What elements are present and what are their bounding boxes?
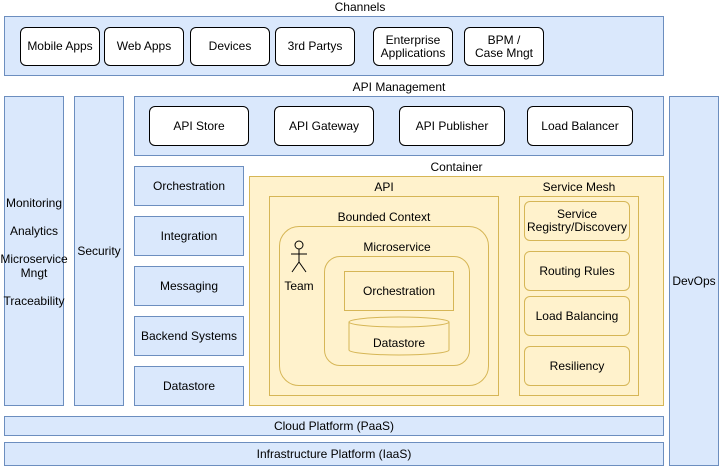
load-balancing-box[interactable]: Load Balancing (524, 296, 630, 336)
backend-systems-box[interactable]: Backend Systems (134, 316, 244, 356)
channel-mobile-apps[interactable]: Mobile Apps (20, 27, 100, 66)
monitoring-column (4, 96, 64, 406)
team-actor-icon (291, 240, 307, 273)
microservice-title: Microservice (363, 240, 431, 254)
api-gateway-box[interactable]: API Gateway (274, 106, 374, 146)
datastore-box[interactable]: Datastore (134, 366, 244, 406)
devops-column: DevOps (669, 96, 719, 466)
api-management-title: API Management (352, 80, 446, 94)
api-store-box[interactable]: API Store (149, 106, 249, 146)
integration-box[interactable]: Integration (134, 216, 244, 256)
traceability-label: Traceability (3, 294, 65, 308)
cloud-platform-bar: Cloud Platform (PaaS) (4, 416, 664, 436)
team-label: Team (284, 279, 314, 293)
channel-web-apps[interactable]: Web Apps (104, 27, 184, 66)
infrastructure-platform-bar: Infrastructure Platform (IaaS) (4, 442, 664, 466)
api-title: API (374, 180, 394, 194)
analytics-label: Analytics (9, 224, 59, 238)
microservice-datastore-label: Datastore (372, 336, 426, 350)
service-registry-discovery-box[interactable]: Service Registry/Discovery (524, 201, 630, 241)
microservice-mngt-label: Microservice Mngt (0, 252, 68, 280)
api-publisher-box[interactable]: API Publisher (399, 106, 505, 146)
channel-enterprise-applications[interactable]: Enterprise Applications (373, 27, 453, 66)
datastore-cylinder-icon (348, 316, 450, 356)
monitoring-label: Monitoring (5, 196, 63, 210)
channel-devices[interactable]: Devices (190, 27, 270, 66)
microservice-orchestration-box[interactable]: Orchestration (344, 271, 454, 311)
channel-3rd-partys[interactable]: 3rd Partys (275, 27, 355, 66)
channels-title: Channels (334, 0, 386, 14)
channel-bpm-case-mngt[interactable]: BPM / Case Mngt (464, 27, 544, 66)
orchestration-box[interactable]: Orchestration (134, 166, 244, 206)
container-title: Container (430, 160, 483, 174)
resiliency-box[interactable]: Resiliency (524, 346, 630, 386)
messaging-box[interactable]: Messaging (134, 266, 244, 306)
routing-rules-box[interactable]: Routing Rules (524, 251, 630, 291)
service-mesh-title: Service Mesh (542, 180, 616, 194)
bounded-context-title: Bounded Context (337, 210, 431, 224)
load-balancer-box[interactable]: Load Balancer (527, 106, 633, 146)
security-column: Security (74, 96, 124, 406)
